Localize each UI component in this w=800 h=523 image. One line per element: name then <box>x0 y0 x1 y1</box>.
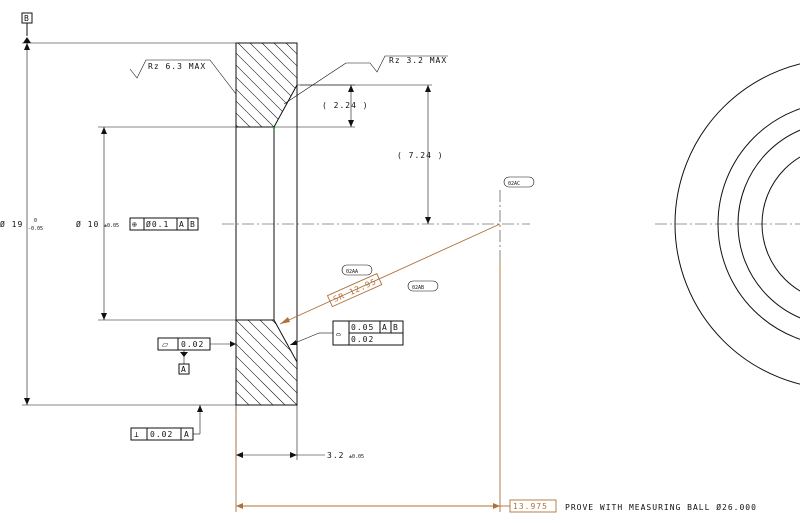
position-symbol: ⊕ <box>132 220 138 229</box>
position-tolerance: Ø0.1 <box>146 219 169 229</box>
prove-note: PROVE WITH MEASURING BALL Ø26.000 <box>565 502 757 512</box>
profile-feature-control-frame: ⌓ 0.05 A B 0.02 <box>289 320 404 346</box>
end-view <box>674 63 800 385</box>
profile-tol-2: 0.02 <box>351 335 374 344</box>
dim-7-24: ( 7.24 ) <box>300 84 444 224</box>
profile-datum-b: B <box>393 323 399 332</box>
svg-text:02AC: 02AC <box>508 181 520 187</box>
dim-2-24-text: ( 2.24 ) <box>322 101 369 110</box>
profile-tol-1: 0.05 <box>351 323 374 332</box>
prove-value: 13.975 <box>513 502 548 511</box>
hatch-bottom <box>236 320 297 405</box>
perpendicularity-feature-control-frame: ⊥ 0.02 A <box>130 405 203 441</box>
datum-b-label: B <box>24 14 30 23</box>
dim-2-24: ( 2.24 ) <box>274 84 369 128</box>
profile-symbol: ⌓ <box>336 330 342 339</box>
bore-diameter-dimension: Ø 10 ±0.05 <box>76 126 236 321</box>
hatch-top <box>236 43 297 127</box>
flatness-feature-control-frame: ⏥ 0.02 A <box>157 337 236 375</box>
bubble-02ab: 02AB <box>407 280 439 292</box>
highlight-point <box>272 126 276 130</box>
outer-diameter-text: Ø 19 <box>0 219 23 229</box>
thickness-dimension: 3.2 ±0.05 <box>235 405 364 460</box>
roughness-left-text: Rz 6.3 MAX <box>148 62 206 71</box>
flatness-tolerance: 0.02 <box>181 340 204 349</box>
outer-diameter-tol-upper: 0 <box>34 218 37 224</box>
perp-datum: A <box>184 430 190 439</box>
datum-a-label: A <box>181 365 187 374</box>
roughness-left: Rz 6.3 MAX <box>129 59 237 95</box>
prove-dimension: 13.975 PROVE WITH MEASURING BALL Ø26.000 <box>235 260 757 513</box>
thickness-tol: ±0.05 <box>349 454 364 460</box>
sphere-radius-leader: SR 12.95 <box>279 223 501 325</box>
dim-7-24-text: ( 7.24 ) <box>397 151 444 160</box>
bore-diameter-text: Ø 10 <box>76 219 99 229</box>
profile-datum-a: A <box>382 323 388 332</box>
roughness-right: Rz 3.2 MAX <box>283 55 448 105</box>
position-datum-b: B <box>190 220 196 229</box>
flatness-symbol: ⏥ <box>162 340 169 349</box>
position-datum-a: A <box>179 220 185 229</box>
outer-diameter-dimension: Ø 19 0 -0.05 <box>0 42 236 406</box>
bore-diameter-tol: ±0.05 <box>104 223 119 229</box>
position-feature-control-frame: ⊕ Ø0.1 A B <box>129 217 199 231</box>
part-section <box>235 42 298 406</box>
outer-diameter-tol-lower: -0.05 <box>28 226 43 232</box>
thickness-text: 3.2 <box>327 451 344 460</box>
svg-text:02AA: 02AA <box>346 269 358 275</box>
bubble-02ac: 02AC <box>503 176 535 188</box>
perp-symbol: ⊥ <box>134 430 140 439</box>
bubble-02aa: 02AA <box>341 264 373 276</box>
datum-b-flag: B <box>21 12 33 43</box>
svg-text:02AB: 02AB <box>412 285 424 291</box>
roughness-right-text: Rz 3.2 MAX <box>389 56 447 65</box>
perp-tolerance: 0.02 <box>150 430 173 439</box>
